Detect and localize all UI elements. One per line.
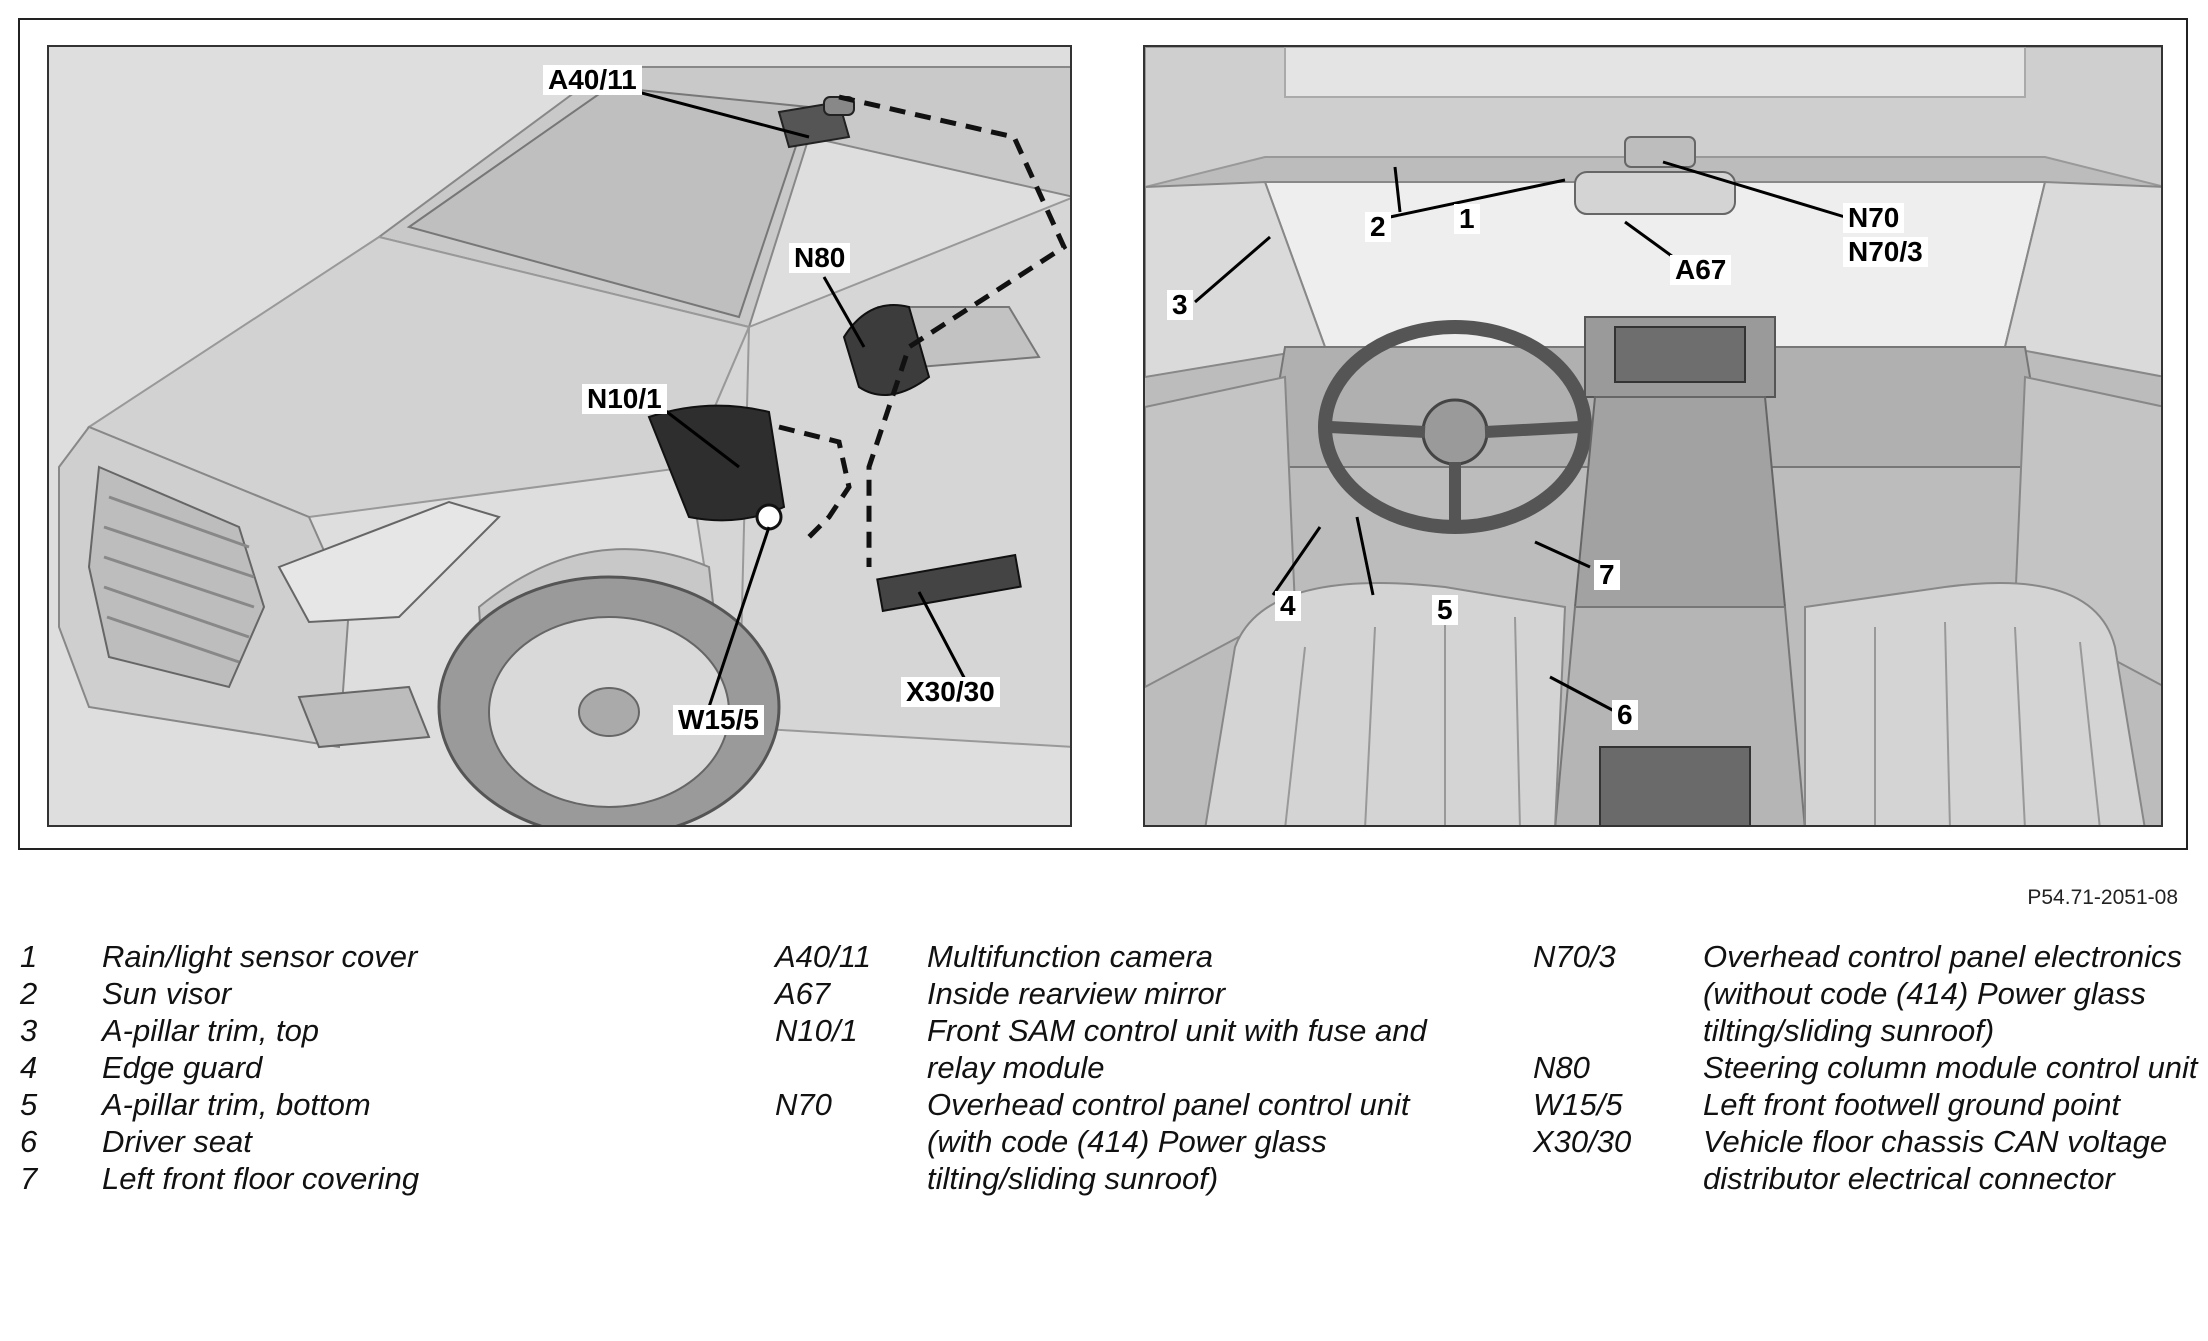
legend-entry: N80 Steering column module control unit: [1533, 1049, 2203, 1086]
callout-n80: N80: [789, 243, 851, 273]
legend-column-2: A40/11 Multifunction camera A67 Inside rea…: [775, 938, 1475, 1197]
legend-entry: N10/1 Front SAM control unit with fuse an…: [775, 1012, 1475, 1086]
legend-column-3: N70/3 Overhead control panel electronics …: [1533, 938, 2203, 1197]
legend-code: 3: [20, 1013, 38, 1048]
legend-entry: 1 Rain/light sensor cover: [20, 938, 740, 975]
legend-entry: 3 A-pillar trim, top: [20, 1012, 740, 1049]
legend-code: 1: [20, 939, 38, 974]
legend-text: Edge guard: [102, 1050, 263, 1085]
legend-code: N80: [1533, 1050, 1590, 1085]
callout-w15-5: W15/5: [673, 705, 764, 735]
legend-code: W15/5: [1533, 1087, 1623, 1122]
legend-entry: 4 Edge guard: [20, 1049, 740, 1086]
legend-code: A40/11: [775, 939, 871, 974]
legend-text: A-pillar trim, bottom: [102, 1087, 371, 1122]
legend-text: Driver seat: [102, 1124, 252, 1159]
legend-text: Steering column module control unit: [1703, 1050, 2198, 1085]
legend-entry: X30/30 Vehicle floor chassis CAN voltage …: [1533, 1123, 2203, 1197]
legend-text: A-pillar trim, top: [102, 1013, 320, 1048]
callout-n10-1: N10/1: [582, 384, 667, 414]
callout-n70-3: N70/3: [1843, 237, 1928, 267]
legend-entry: 6 Driver seat: [20, 1123, 740, 1160]
figure-frame: [18, 18, 2188, 850]
legend-code: 5: [20, 1087, 38, 1122]
legend-text: Front SAM control unit with fuse and rel…: [927, 1013, 1427, 1085]
legend-text: Multifunction camera: [927, 939, 1214, 974]
interior-cabin-illustration: [1145, 47, 2161, 825]
legend-code: 6: [20, 1124, 38, 1159]
callout-2: 2: [1365, 212, 1391, 242]
legend-text: Overhead control panel electronics (with…: [1703, 939, 2183, 1048]
callout-5: 5: [1432, 595, 1458, 625]
legend-entry: N70/3 Overhead control panel electronics …: [1533, 938, 2203, 1049]
exterior-view-panel: A40/11 N80 N10/1 W15/5 X30/30: [47, 45, 1072, 827]
legend-entry: N70 Overhead control panel control unit (…: [775, 1086, 1475, 1197]
legend-code: N70: [775, 1087, 832, 1122]
legend-code: 2: [20, 976, 38, 1011]
callout-a40-11: A40/11: [543, 65, 642, 95]
legend-entry: W15/5 Left front footwell ground point: [1533, 1086, 2203, 1123]
legend-text: Inside rearview mirror: [927, 976, 1226, 1011]
legend-code: N10/1: [775, 1013, 858, 1048]
callout-7: 7: [1594, 560, 1620, 590]
legend-text: Overhead control panel control unit (wit…: [927, 1087, 1410, 1196]
legend-code: 4: [20, 1050, 38, 1085]
callout-4: 4: [1275, 591, 1301, 621]
legend-text: Left front footwell ground point: [1703, 1087, 2121, 1122]
legend-code: N70/3: [1533, 939, 1616, 974]
callout-n70: N70: [1843, 203, 1905, 233]
legend-code: X30/30: [1533, 1124, 1632, 1159]
legend-entry: 2 Sun visor: [20, 975, 740, 1012]
callout-1: 1: [1454, 204, 1480, 234]
legend-code: 7: [20, 1161, 38, 1196]
legend-code: A67: [775, 976, 831, 1011]
exterior-car-illustration: [49, 47, 1070, 825]
legend-entry: 5 A-pillar trim, bottom: [20, 1086, 740, 1123]
callout-3: 3: [1167, 290, 1193, 320]
legend-text: Rain/light sensor cover: [102, 939, 418, 974]
legend-text: Left front floor covering: [102, 1161, 420, 1196]
legend-text: Vehicle floor chassis CAN voltage distri…: [1703, 1124, 2168, 1196]
legend-entry: A40/11 Multifunction camera: [775, 938, 1475, 975]
figure-id: P54.71-2051-08: [2027, 886, 2178, 909]
callout-a67: A67: [1670, 255, 1732, 285]
callout-x30-30: X30/30: [901, 677, 1000, 707]
legend-text: Sun visor: [102, 976, 232, 1011]
callout-6: 6: [1612, 700, 1638, 730]
legend-entry: A67 Inside rearview mirror: [775, 975, 1475, 1012]
interior-view-panel: 2 1 3 A67 N70 N70/3 4 5 7 6: [1143, 45, 2163, 827]
legend-entry: 7 Left front floor covering: [20, 1160, 740, 1197]
